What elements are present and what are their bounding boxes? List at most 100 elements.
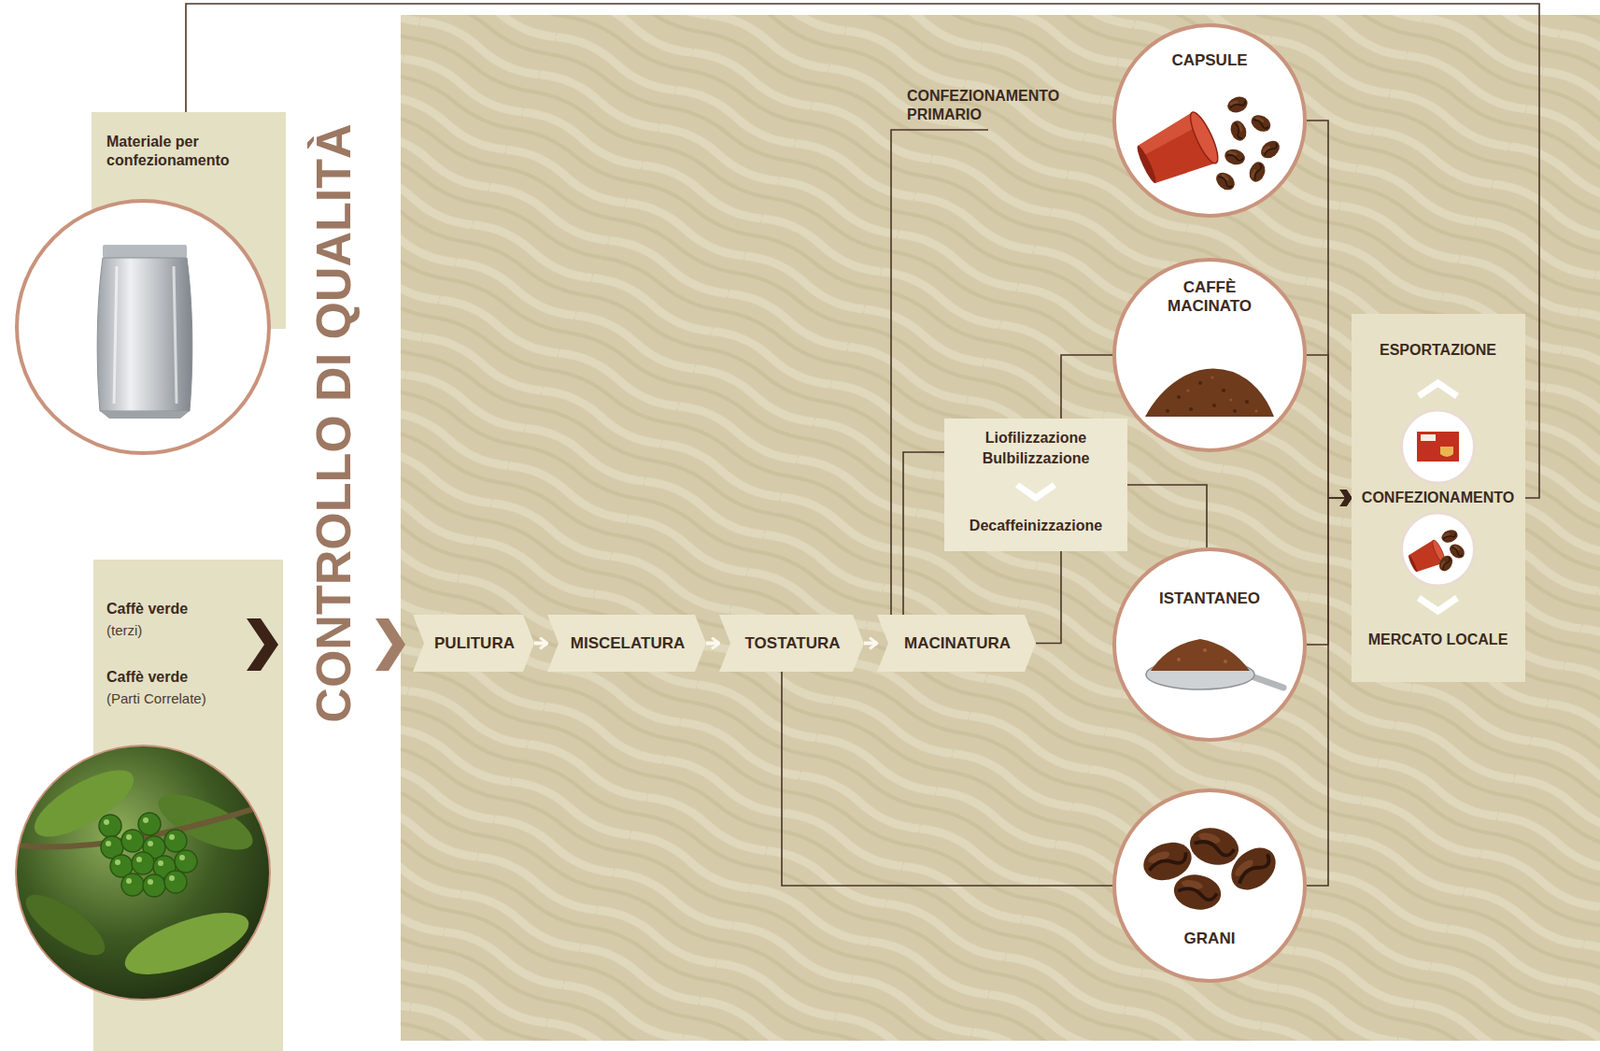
merge-arrow [1306,120,1352,498]
packaging-bag-picture [97,257,193,411]
flow-arrow [534,641,548,646]
coffee-plant-picture [142,817,149,823]
coffee-plant-picture [103,817,185,885]
coffee-plant-picture [153,855,176,878]
flow-arrow [706,641,720,646]
node-outline [1112,788,1307,983]
packaging-panel: ESPORTAZIONECONFEZIONAMENTOMERCATO LOCAL… [1351,313,1526,682]
capsule-picture [1134,112,1201,156]
process-step: MACINATURA [877,614,1036,672]
process-step: MISCELATURA [547,614,707,672]
circle-outline [1114,790,1305,981]
coffee-plant-picture [114,859,121,865]
section-title: CONTROLLO DI QUALITÀ [305,123,362,723]
node-text: Decaffeinizzazione [969,516,1103,536]
merge-arrow [1306,354,1352,498]
packaging-icons [1416,431,1459,462]
packaging-bag-picture [102,244,187,258]
capsule-picture [1257,137,1283,162]
coffee-plant-picture [147,878,154,885]
node-text: (Parti Correlate) [106,689,207,708]
node-outline [1112,547,1307,742]
node-text: MACINATURA [904,634,1011,653]
product-circle: ISTANTANEO [1112,547,1307,742]
product-circle: GRANI [1112,788,1307,983]
circle-outline [1114,25,1305,216]
coffee-plant-picture [131,851,155,875]
packaging-icons [1418,382,1458,397]
coffee-beans-picture [1222,838,1284,898]
flow-chevron [246,618,279,671]
packaging-icons [1401,512,1475,586]
step-label-holder: CONFEZIONAMENTO PRIMARIO [906,86,1060,125]
packaging-bag-picture [16,200,270,454]
source-panel: Caffè verde (terzi) Caffè verde (Parti Corr… [93,559,284,1051]
coffee-beans-picture [1171,870,1224,913]
circle-outline [1114,259,1305,451]
coffee-plant-picture [147,840,154,847]
node-text: ISTANTANEO [1159,589,1261,609]
ground-coffee-picture [1176,395,1181,399]
coffee-beans-picture [1138,835,1198,887]
node-text: Caffè verde [106,667,188,687]
coffee-plant-picture [164,829,187,852]
merge-arrow [1306,497,1352,645]
coffee-plant-picture [117,900,256,988]
section-title-holder: CONTROLLO DI QUALITÀ [305,123,362,723]
product-circle: CAPSULE [1112,23,1307,218]
coffee-plant-picture [14,744,271,1001]
flow-chevron [1017,484,1055,498]
coffee-plant-picture [110,854,133,878]
ground-coffee-picture [1145,368,1275,417]
connector [1127,484,1207,548]
ground-coffee-picture [1145,368,1275,417]
process-step: TOSTATURA [719,614,864,672]
coffee-plant-picture [174,849,198,873]
ground-texture [400,14,1600,1041]
instant-coffee-picture [1176,657,1181,662]
instant-coffee-picture [1146,638,1284,690]
product-circle: CAFFÈ MACINATO [1112,257,1307,453]
coffee-plant-picture [18,803,271,848]
instant-coffee-picture [1146,659,1255,690]
instant-coffee-picture [1223,659,1228,664]
coffee-plant-picture [25,757,143,850]
coffee-beans-picture [1138,822,1285,914]
capsule-picture [1228,118,1250,143]
coffee-plant-picture [157,860,164,866]
packaging-icons [1407,553,1419,572]
capsule-picture [1131,109,1223,192]
chevron-outline [719,614,864,672]
instant-coffee-picture [1176,648,1228,664]
node-text: Caffè verde [106,599,188,619]
node-text: TOSTATURA [745,634,841,653]
ground-coffee-picture [1245,399,1249,404]
coffee-plant-picture [103,819,110,825]
ground-coffee-picture [1232,409,1237,413]
loop-connector [185,3,1540,498]
coffee-plant-picture [142,874,166,897]
packaging-icons [1401,410,1475,483]
packaging-bag-picture [113,266,177,404]
coffee-plant-picture [14,744,271,1001]
node-text: Materiale per confezionamento [106,132,273,170]
ground-coffee-picture [1186,375,1258,412]
instant-coffee-picture [1203,648,1207,652]
merge-arrow [1306,497,1352,886]
coffee-plant-picture [99,814,122,837]
coffee-plant-picture [14,744,271,1001]
chevron-outline [412,614,535,672]
node-text: PULITURA [434,634,515,653]
node-text: ESPORTAZIONE [1379,340,1497,360]
leader-line [891,129,989,615]
coffee-plant-picture [17,884,114,966]
packaging-bag-picture [99,410,190,419]
coffee-beans-picture [1186,822,1244,871]
process-step: PULITURA [412,614,535,672]
capsule-picture [1134,143,1160,185]
coffee-plant-picture [100,835,124,859]
node-text: (terzi) [106,621,142,640]
circle-outline [1114,549,1305,740]
